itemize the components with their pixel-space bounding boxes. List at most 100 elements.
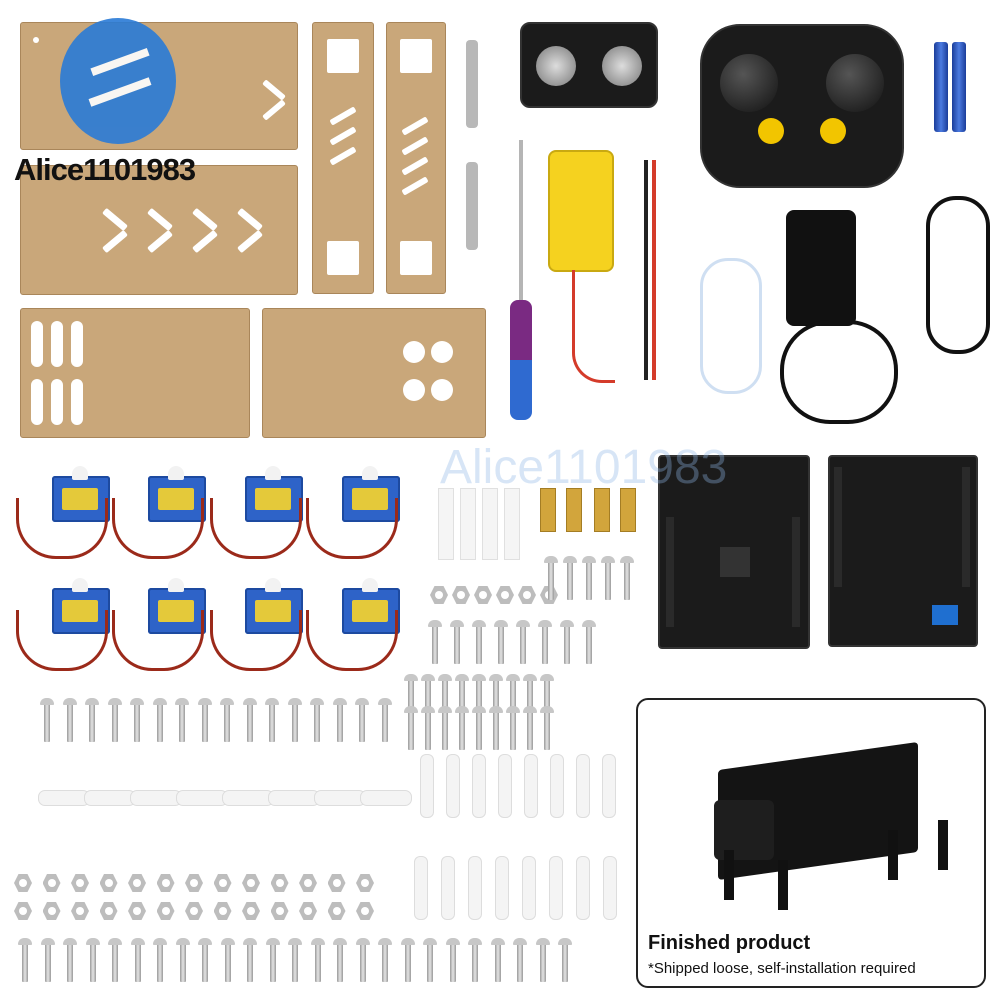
small-screw	[494, 620, 508, 664]
self-tapping-screw	[523, 674, 537, 718]
bottom-screw	[513, 938, 527, 982]
battery-wire	[572, 270, 615, 383]
screwdriver-shaft	[519, 140, 523, 300]
brass-standoff	[540, 488, 556, 532]
bottom-screw	[198, 938, 212, 982]
hex-nut	[42, 902, 61, 920]
small-screw	[516, 620, 530, 664]
hex-nut	[99, 902, 118, 920]
self-tapping-screw	[421, 706, 435, 750]
self-tapping-screw	[404, 706, 418, 750]
self-tapping-screw	[455, 706, 469, 750]
power-lead	[644, 160, 648, 380]
small-screw	[560, 620, 574, 664]
small-screw	[544, 556, 558, 600]
long-screw	[107, 698, 122, 742]
hex-nut	[14, 902, 32, 920]
hex-nut	[327, 874, 346, 892]
self-tapping-screw	[404, 674, 418, 718]
servo-horn-arm	[522, 856, 536, 920]
white-spacer	[504, 488, 520, 560]
bottom-screw	[288, 938, 302, 982]
bottom-screw	[130, 938, 145, 982]
hex-nut	[299, 902, 317, 920]
long-screw	[197, 698, 212, 742]
self-tapping-screw	[455, 674, 469, 718]
acrylic-side-panel-right	[312, 22, 374, 294]
bottom-screw	[265, 938, 280, 982]
main-control-board	[658, 455, 810, 649]
servo-horn-arm	[414, 856, 428, 920]
servo-wire	[306, 610, 398, 671]
gamepad-controller	[700, 24, 904, 188]
servo-horn-cross	[38, 790, 90, 806]
servo-driver-board	[828, 455, 978, 647]
small-screw	[563, 556, 577, 600]
hex-nut	[270, 902, 289, 920]
bottom-screw	[333, 938, 347, 982]
bottom-screw	[445, 938, 460, 982]
bottom-screw	[378, 938, 392, 982]
bottom-screw	[220, 938, 235, 982]
bottom-screw	[18, 938, 32, 982]
self-tapping-screw	[540, 674, 554, 718]
servo-horn-arm	[549, 856, 563, 920]
servo-horn-cross	[360, 790, 412, 806]
self-tapping-screw	[421, 674, 435, 718]
hex-nut	[14, 874, 32, 892]
bottom-screw	[108, 938, 122, 982]
bottom-screw	[355, 938, 370, 982]
hex-nut	[213, 874, 232, 892]
usb-cable	[926, 196, 990, 354]
self-tapping-screw	[472, 674, 486, 718]
small-screw	[538, 620, 552, 664]
servo-horn-arm	[420, 754, 434, 818]
bottom-screw	[558, 938, 572, 982]
wrench-icon	[466, 40, 478, 128]
hex-nut	[270, 874, 289, 892]
servo-horn-arm	[446, 754, 460, 818]
servo-horn-arm	[576, 754, 590, 818]
servo-horn-arm	[495, 856, 509, 920]
servo-horn-arm	[550, 754, 564, 818]
self-tapping-screw	[472, 706, 486, 750]
acrylic-side-panel-left	[386, 22, 446, 294]
hex-nut	[156, 874, 175, 892]
acrylic-leg-panel	[20, 308, 250, 438]
ultrasonic-sensor	[520, 22, 658, 108]
bottom-screw	[490, 938, 505, 982]
adapter-cable	[780, 320, 898, 424]
hex-nut	[299, 874, 317, 892]
bottom-screw	[243, 938, 257, 982]
power-adapter	[786, 210, 856, 326]
hex-nut	[356, 874, 374, 892]
long-screw	[220, 698, 234, 742]
hex-nut	[430, 586, 448, 604]
small-screw	[620, 556, 634, 600]
long-screw	[310, 698, 324, 742]
acrylic-panel-base	[20, 165, 298, 295]
self-tapping-screw	[489, 706, 503, 750]
bottom-screw	[400, 938, 415, 982]
servo-horn-cross	[222, 790, 274, 806]
long-screw	[332, 698, 347, 742]
joystick-right	[826, 54, 884, 112]
bottom-screw	[310, 938, 325, 982]
robot-dog-leg	[724, 850, 734, 900]
servo-horn-arm	[441, 856, 455, 920]
servo-horn-cross	[84, 790, 136, 806]
power-lead	[652, 160, 656, 380]
servo-wire	[210, 610, 302, 671]
brass-standoff	[594, 488, 610, 532]
self-tapping-screw	[523, 706, 537, 750]
long-screw	[265, 698, 279, 742]
servo-horn-arm	[602, 754, 616, 818]
hex-nut	[242, 902, 260, 920]
hex-nut	[185, 874, 203, 892]
bottom-screw	[153, 938, 167, 982]
wrench-icon	[466, 162, 478, 250]
servo-wire	[112, 610, 204, 671]
hex-nut	[71, 874, 89, 892]
small-screw	[601, 556, 615, 600]
brass-standoff	[620, 488, 636, 532]
